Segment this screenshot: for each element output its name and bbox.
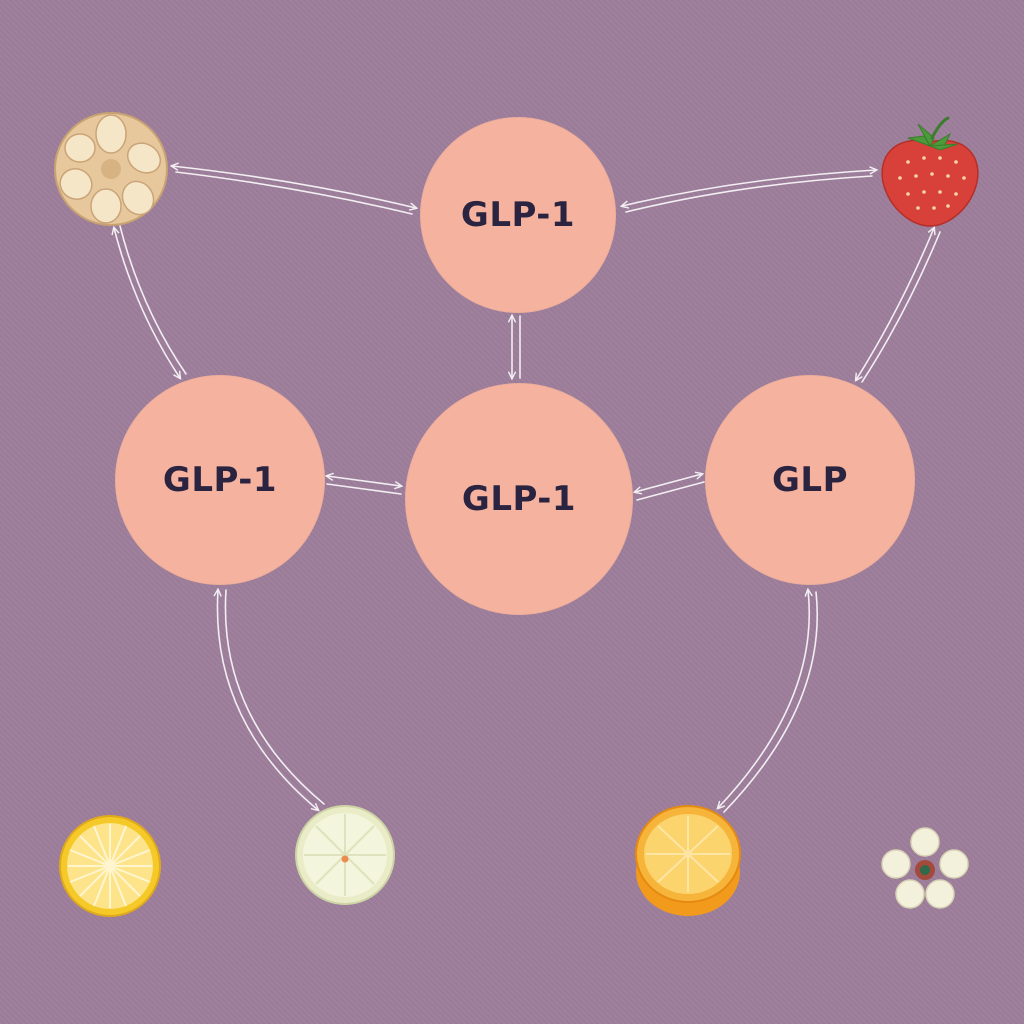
pale-citrus-slice-icon	[295, 805, 395, 905]
node-label: GLP	[772, 460, 848, 500]
link-left-center	[327, 476, 401, 495]
orange-half-icon	[635, 805, 741, 916]
link-top-strawberry	[622, 170, 876, 213]
white-flower-icon	[881, 827, 969, 909]
node-label: GLP-1	[460, 195, 576, 235]
lemon-slice-icon	[59, 815, 161, 917]
glp-node-top: GLP-1	[420, 117, 616, 313]
glp-node-right: GLP	[705, 375, 915, 585]
link-center-right	[635, 474, 705, 501]
glp-node-center: GLP-1	[405, 383, 633, 615]
node-label: GLP-1	[162, 460, 278, 500]
link-strawberry-right	[856, 228, 941, 383]
link-left-lime	[217, 590, 325, 810]
node-label: GLP-1	[461, 479, 577, 519]
strawberry-icon	[881, 116, 979, 227]
garlic-icon	[54, 112, 168, 226]
link-garlic-left	[114, 225, 187, 378]
glp-node-left: GLP-1	[115, 375, 325, 585]
link-right-orange	[718, 590, 818, 813]
link-top-center	[512, 316, 521, 378]
link-garlic-top	[172, 166, 416, 215]
